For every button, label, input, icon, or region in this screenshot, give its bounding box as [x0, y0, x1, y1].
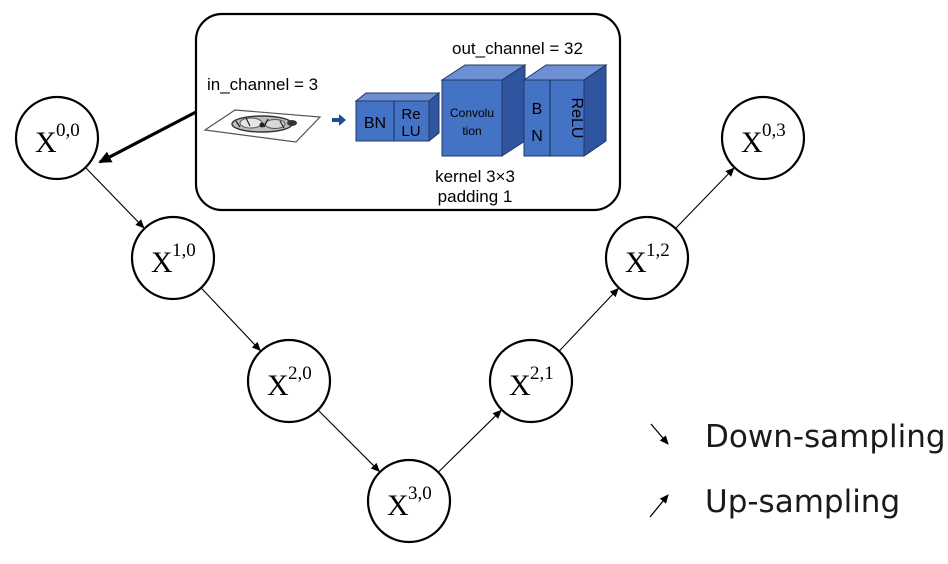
node-superscript: 3,0: [408, 483, 432, 504]
node-circle: [246, 338, 332, 424]
relu-label-bottom: LU: [401, 123, 420, 140]
in-channel-label: in_channel = 3: [207, 75, 318, 94]
bn-label: BN: [364, 115, 386, 132]
b-label: B: [532, 101, 543, 118]
padding-label: padding 1: [438, 187, 513, 206]
node-superscript: 1,0: [172, 240, 196, 261]
node-superscript: 0,3: [762, 120, 786, 141]
node-label: X: [387, 489, 409, 522]
up-sampling-edge-x12-x03: [675, 167, 735, 229]
node-label: X: [151, 246, 173, 279]
n-label: N: [531, 128, 543, 145]
edges: [85, 167, 735, 473]
legend-up-label: Up-sampling: [705, 484, 900, 520]
node-circle: [130, 215, 216, 301]
legend-down-label: Down-sampling: [705, 419, 946, 455]
legend-down-arrow: [650, 423, 669, 445]
bn-relu-block-2: B N ReLU: [522, 64, 608, 157]
ct-slice-image: [203, 109, 322, 143]
node-circle: [720, 95, 806, 181]
detail-pointer-arrow: [98, 110, 197, 164]
node-superscript: 2,1: [530, 363, 554, 384]
bn-relu-block-1: BN Re LU: [354, 91, 441, 143]
out-channel-label: out_channel = 32: [452, 39, 583, 58]
convolution-block: Convolu tion: [440, 64, 527, 157]
node-superscript: 1,2: [646, 240, 670, 261]
node-label: X: [509, 369, 531, 402]
conv-label-bottom: tion: [462, 124, 481, 138]
legend: Down-sampling Up-sampling: [649, 419, 946, 520]
block-arrow: [332, 114, 346, 126]
detail-box: in_channel = 3 out_channel = 32 BN Re LU: [194, 12, 622, 212]
legend-up-arrow: [649, 494, 669, 518]
node-circle: [14, 95, 100, 181]
node-circle: [366, 458, 452, 544]
node-label: X: [625, 246, 647, 279]
kernel-label: kernel 3×3: [435, 167, 515, 186]
up-sampling-edge-x21-x12: [558, 287, 619, 352]
up-sampling-edge-x30-x21: [437, 409, 502, 473]
node-circle: [488, 338, 574, 424]
down-sampling-edge-x00-x10: [85, 167, 145, 229]
node-label: X: [741, 126, 763, 159]
down-sampling-edge-x20-x30: [317, 409, 381, 473]
node-label: X: [267, 369, 289, 402]
conv-label-top: Convolu: [450, 106, 494, 120]
node-circle: [604, 215, 690, 301]
node-superscript: 0,0: [56, 120, 80, 141]
node-label: X: [35, 126, 57, 159]
node-superscript: 2,0: [288, 363, 312, 384]
down-sampling-edge-x10-x20: [200, 287, 261, 352]
relu-vertical-label: ReLU: [568, 98, 585, 139]
relu-label-top: Re: [401, 106, 420, 123]
